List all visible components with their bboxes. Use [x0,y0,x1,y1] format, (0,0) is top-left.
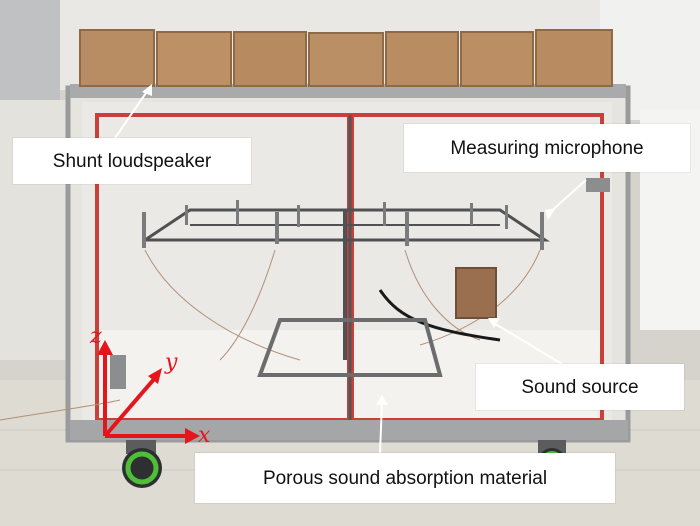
z-axis-label: z [90,324,102,349]
porous-material-label: Porous sound absorption material [195,453,615,503]
bottom-rail [70,420,628,440]
top-plate [70,84,626,98]
loudspeaker-box-icon [79,29,613,87]
stand-base [257,318,443,377]
y-axis-label: y [165,350,178,375]
coordinate-axes [97,340,200,444]
hinge [586,178,610,192]
microphone-rack [144,208,550,360]
left-window [0,0,60,100]
sound-source-label: Sound source [476,364,684,410]
sound-source-box-icon [455,267,497,319]
x-axis-label: x [198,423,211,448]
source-cable [378,289,501,342]
microphone-icon [142,200,544,250]
label-pointers [114,84,587,454]
measuring-microphone-label: Measuring microphone [404,124,690,172]
shunt-loudspeaker-label: Shunt loudspeaker [13,138,251,184]
hinge [110,355,126,389]
